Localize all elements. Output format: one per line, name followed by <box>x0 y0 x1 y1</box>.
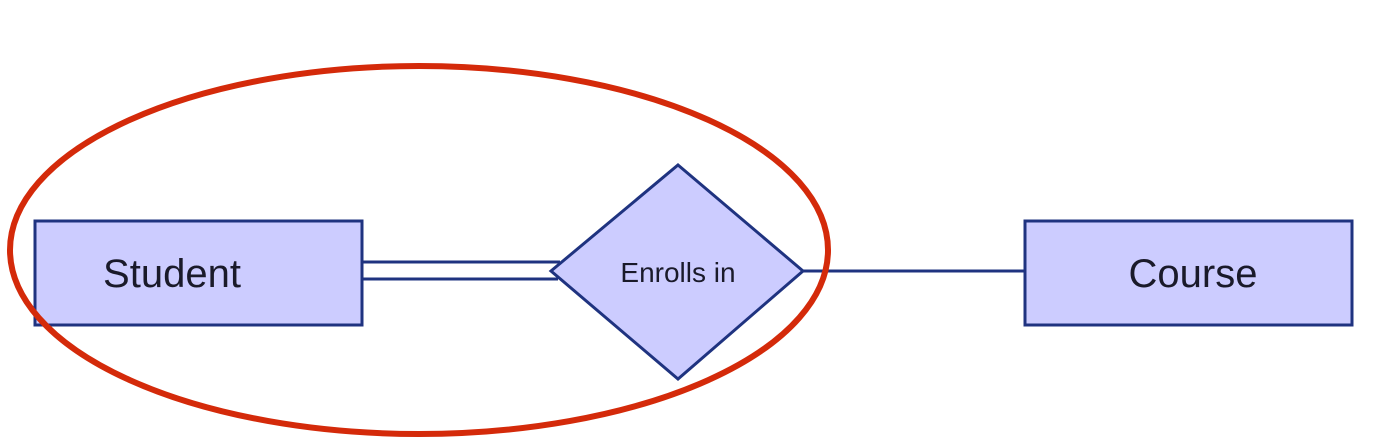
entity-course[interactable]: Course <box>1023 219 1354 327</box>
highlight-ellipse <box>7 63 831 437</box>
relationship-enrolls-in-label: Enrolls in <box>620 257 735 288</box>
relationship-enrolls-in[interactable]: Enrolls in <box>548 163 806 381</box>
entity-student-box <box>33 219 364 327</box>
entity-student-label: Student <box>103 252 241 296</box>
entity-course-label: Course <box>1129 252 1258 296</box>
relationship-diamond <box>548 163 806 381</box>
entity-student[interactable]: Student <box>33 219 364 327</box>
total-participation-connector <box>363 260 560 281</box>
entity-course-box <box>1023 219 1354 327</box>
